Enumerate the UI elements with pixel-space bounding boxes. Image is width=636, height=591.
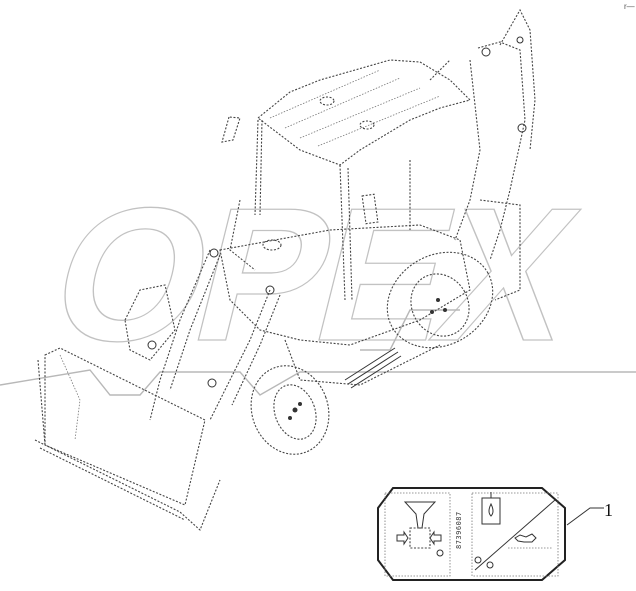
diagonal-slash xyxy=(474,499,556,571)
backhoe-boom xyxy=(429,8,536,301)
loader-bucket xyxy=(34,347,221,531)
cab-roof xyxy=(257,59,472,166)
arrow-out-icon xyxy=(429,530,442,546)
watermark-outline xyxy=(0,309,636,396)
circle-icon xyxy=(436,549,444,557)
fuel-drop-tank-icon xyxy=(481,492,501,525)
callout-number-1[interactable]: 1 xyxy=(604,500,613,520)
cab-frame xyxy=(221,116,411,301)
front-wheel xyxy=(250,365,330,455)
corner-mark: r— xyxy=(624,2,635,11)
loader-arms xyxy=(124,248,281,421)
chassis xyxy=(219,224,471,389)
rear-wheel xyxy=(386,251,494,349)
callout-leader-line xyxy=(566,507,604,526)
decal-part-1[interactable] xyxy=(377,487,566,581)
arrow-in-icon xyxy=(396,530,409,546)
decal-part-code: 87396087 xyxy=(455,511,463,549)
debris-icon xyxy=(508,533,552,549)
